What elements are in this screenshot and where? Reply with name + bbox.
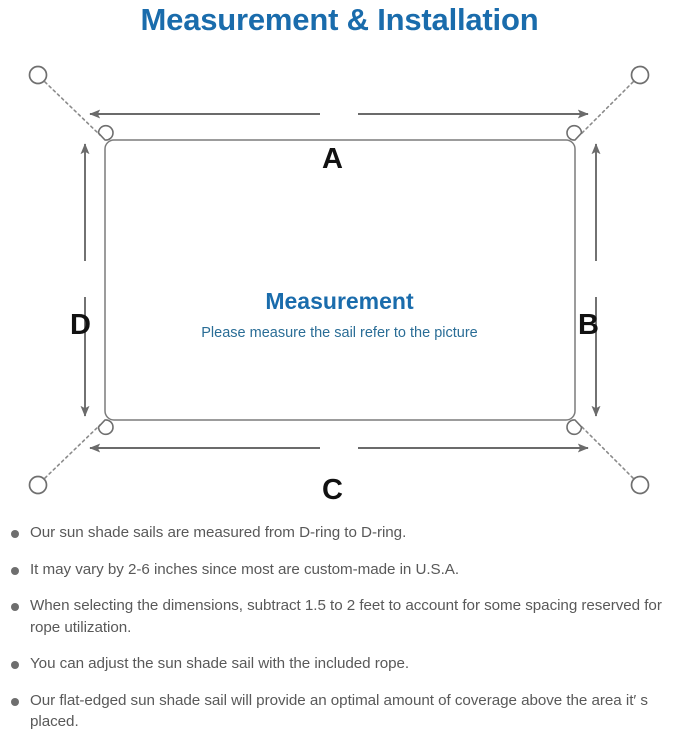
dimension-label-a: A [322,143,343,175]
list-item: When selecting the dimensions, subtract … [0,595,679,638]
diagram-svg [28,65,650,495]
anchor-ring-top-right [630,65,650,85]
dimension-label-b: B [578,309,599,341]
dimension-label-c: C [322,474,343,506]
note-text: When selecting the dimensions, subtract … [30,597,662,636]
sail-center-title: Measurement [265,288,414,314]
sail-measurement-diagram: A B C D Measurement Please measure the s… [0,48,679,514]
list-item: It may vary by 2-6 inches since most are… [0,559,679,581]
bullet-icon [11,697,19,706]
note-text: Our flat-edged sun shade sail will provi… [30,691,648,731]
page-title: Measurement & Installation [140,2,539,37]
note-text: Our sun shade sails are measured from D-… [30,524,407,541]
sail-rectangle [104,139,576,421]
anchor-rings [28,65,650,495]
rope-line-bottom-left [44,424,101,479]
bullet-icon [11,530,19,538]
d-ring-top-right [566,124,583,141]
notes-list: Our sun shade sails are measured from D-… [0,522,679,733]
d-ring-bottom-left [97,419,114,436]
list-item: Our sun shade sails are measured from D-… [0,522,679,544]
rope-line-top-left [44,81,101,136]
bullet-icon [11,603,19,612]
list-item: You can adjust the sun shade sail with t… [0,653,679,675]
anchor-ring-top-left [28,65,48,85]
note-text: You can adjust the sun shade sail with t… [30,655,410,673]
sail-center-subtitle: Please measure the sail refer to the pic… [201,325,478,341]
rope-line-top-right [579,81,634,136]
anchor-ring-bottom-right [630,475,650,495]
bullet-icon [11,661,19,670]
dimension-label-d: D [70,309,91,341]
anchor-ring-bottom-left [28,475,48,495]
list-item: Our flat-edged sun shade sail will provi… [0,690,679,733]
rope-lines [44,81,634,479]
rope-line-bottom-right [579,424,634,479]
d-ring-bottom-right [566,419,583,436]
note-text: It may vary by 2-6 inches since most are… [30,560,460,578]
d-rings [97,124,583,436]
bullet-icon [11,566,19,575]
d-ring-top-left [97,124,114,141]
